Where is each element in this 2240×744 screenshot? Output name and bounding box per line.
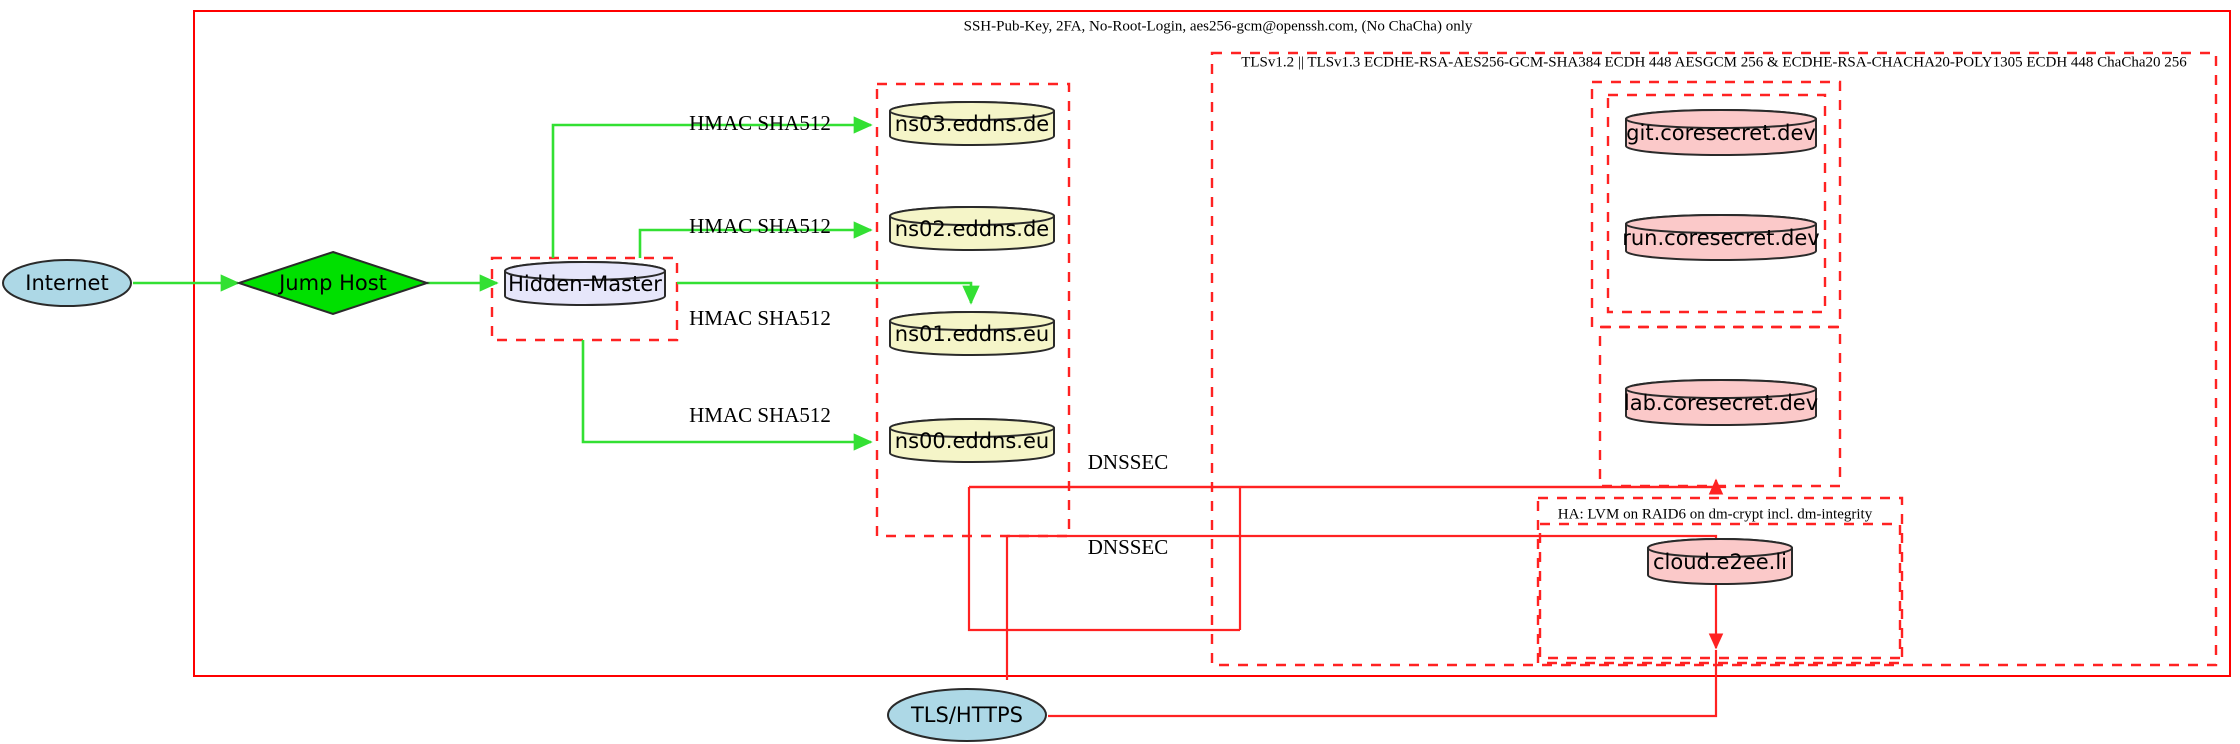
edge-dnssec-top: DNSSEC — [967, 450, 1727, 632]
node-cloud-e2ee-label: cloud.e2ee.li — [1653, 550, 1787, 574]
node-ns02-label: ns02.eddns.de — [895, 217, 1049, 241]
node-ns03-label: ns03.eddns.de — [895, 112, 1049, 136]
node-ns00-label: ns00.eddns.eu — [895, 429, 1049, 453]
edge-hiddenmaster-ns02-line — [638, 221, 873, 258]
edge-hiddenmaster-ns03-label: HMAC SHA512 — [689, 111, 831, 135]
edge-dnssec-top-stub — [967, 487, 1240, 632]
edge-hiddenmaster-ns01: HMAC SHA512 — [677, 281, 980, 330]
node-ns01-top — [888, 311, 1056, 331]
cluster-ha-zone-label: HA: LVM on RAID6 on dm-crypt incl. dm-in… — [1558, 506, 1873, 522]
node-run-coresecret[interactable]: run.coresecret.dev — [1622, 214, 1820, 261]
node-internet-label: Internet — [25, 271, 108, 295]
edge-hiddenmaster-ns01-line — [677, 281, 980, 305]
node-jumphost-shape[interactable] — [235, 250, 431, 316]
edge-dnssec-top-label: DNSSEC — [1088, 450, 1169, 474]
node-lab-coresecret[interactable]: lab.coresecret.dev — [1624, 379, 1818, 426]
cluster-tls-zone: TLSv1.2 || TLSv1.3 ECDHE-RSA-AES256-GCM-… — [1210, 51, 2218, 667]
cluster-tls-zone-border — [1210, 51, 2218, 667]
node-tlshttps-shape[interactable] — [887, 688, 1047, 742]
cluster-ha-zone: HA: LVM on RAID6 on dm-crypt incl. dm-in… — [1536, 496, 1904, 665]
node-git-coresecret-top — [1624, 109, 1818, 129]
node-git-coresecret-label: git.coresecret.dev — [1626, 121, 1816, 145]
cluster-cloud — [1538, 522, 1902, 660]
node-cloud-e2ee[interactable]: cloud.e2ee.li — [1646, 538, 1794, 585]
node-run-coresecret-label: run.coresecret.dev — [1622, 226, 1820, 250]
cluster-nameservers — [875, 82, 1071, 538]
edge-hiddenmaster-ns00-label: HMAC SHA512 — [689, 403, 831, 427]
cluster-cloud-border — [1538, 522, 1902, 660]
node-ns03[interactable]: ns03.eddns.de — [888, 101, 1056, 146]
node-cloud-e2ee-top — [1646, 538, 1794, 558]
node-run-coresecret-top — [1624, 214, 1818, 234]
node-ns01-label: ns01.eddns.eu — [895, 322, 1049, 346]
node-hiddenmaster-top — [503, 261, 667, 281]
edge-dnssec-bottom-label: DNSSEC — [1088, 535, 1169, 559]
cluster-nameservers-border — [875, 82, 1071, 538]
edge-hiddenmaster-ns00-line — [581, 340, 873, 451]
node-tlshttps[interactable]: TLS/HTTPS — [887, 688, 1047, 742]
edge-dnssec-bottom-path — [1007, 534, 1724, 650]
edge-hiddenmaster-ns02-label: HMAC SHA512 — [689, 214, 831, 238]
node-ns03-top — [888, 101, 1056, 121]
edge-dnssec-top-path — [969, 478, 1724, 495]
node-jumphost[interactable]: Jump Host — [235, 250, 431, 316]
node-hiddenmaster[interactable]: Hidden-Master — [503, 261, 667, 306]
node-lab-coresecret-label: lab.coresecret.dev — [1624, 391, 1818, 415]
edge-hiddenmaster-ns03-line — [551, 116, 873, 258]
edge-dnssec-bottom: DNSSEC — [1007, 534, 1724, 650]
edge-hiddenmaster-ns00: HMAC SHA512 — [581, 340, 873, 451]
cluster-git-run-border — [1606, 93, 1827, 314]
cluster-git-run — [1606, 93, 1827, 314]
node-ns00[interactable]: ns00.eddns.eu — [888, 418, 1056, 463]
node-ns00-top — [888, 418, 1056, 438]
node-internet[interactable]: Internet — [2, 259, 132, 307]
node-lab-coresecret-top — [1624, 379, 1818, 399]
edge-tlshttps-ha-path — [1048, 650, 1718, 718]
node-git-coresecret[interactable]: git.coresecret.dev — [1624, 109, 1818, 156]
node-ns01[interactable]: ns01.eddns.eu — [888, 311, 1056, 356]
cluster-ssh-zone-border — [193, 10, 2231, 677]
cluster-ha-zone-border — [1536, 496, 1904, 665]
edge-hiddenmaster-ns02: HMAC SHA512 — [638, 214, 873, 258]
node-tlshttps-label: TLS/HTTPS — [910, 703, 1023, 727]
node-jumphost-label: Jump Host — [277, 271, 387, 295]
cluster-ssh-zone: SSH-Pub-Key, 2FA, No-Root-Login, aes256-… — [193, 10, 2231, 677]
node-hiddenmaster-label: Hidden-Master — [508, 272, 662, 296]
edge-tlshttps-ha — [1048, 650, 1718, 718]
cluster-ssh-zone-label: SSH-Pub-Key, 2FA, No-Root-Login, aes256-… — [964, 18, 1473, 34]
cluster-tls-zone-label: TLSv1.2 || TLSv1.3 ECDHE-RSA-AES256-GCM-… — [1241, 54, 2187, 70]
edge-hiddenmaster-ns03: HMAC SHA512 — [551, 111, 873, 258]
edge-hiddenmaster-ns01-label: HMAC SHA512 — [689, 306, 831, 330]
node-internet-shape[interactable] — [2, 259, 132, 307]
node-ns02[interactable]: ns02.eddns.de — [888, 206, 1056, 251]
node-ns02-top — [888, 206, 1056, 226]
